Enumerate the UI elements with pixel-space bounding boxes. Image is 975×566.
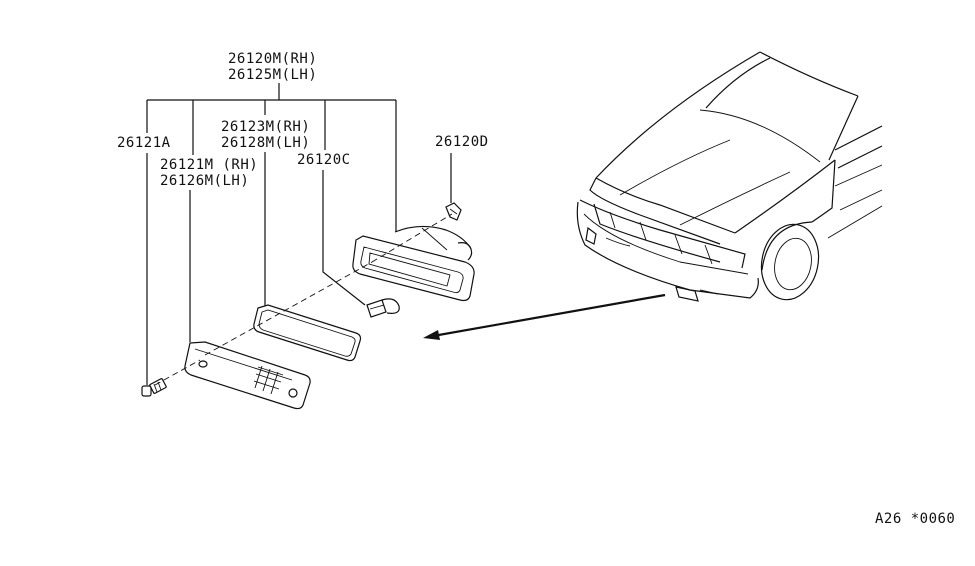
- gasket-part: [253, 304, 362, 362]
- bulb-part: [366, 298, 400, 318]
- leader-lines: [146, 83, 452, 385]
- lens-pattern: [253, 365, 284, 395]
- label-gasket-lh: 26128M(LH): [221, 135, 310, 151]
- car-illustration: [576, 51, 883, 302]
- lens-part: [184, 341, 311, 410]
- screw-part: [141, 378, 167, 397]
- housing-part: [352, 225, 475, 302]
- assembly-axis: [154, 213, 453, 386]
- location-arrow: [423, 293, 666, 340]
- clip-part: [445, 202, 462, 221]
- label-lens-rh: 26121M (RH): [160, 157, 258, 173]
- diagram-code: A26 *0060: [875, 511, 955, 527]
- label-gasket-rh: 26123M(RH): [221, 119, 310, 135]
- label-clip: 26120D: [435, 134, 489, 150]
- label-bulb: 26120C: [297, 152, 351, 168]
- label-screw: 26121A: [117, 135, 171, 151]
- label-lamp-assembly-lh: 26125M(LH): [228, 67, 317, 83]
- label-lamp-assembly-rh: 26120M(RH): [228, 51, 317, 67]
- label-lens-lh: 26126M(LH): [160, 173, 249, 189]
